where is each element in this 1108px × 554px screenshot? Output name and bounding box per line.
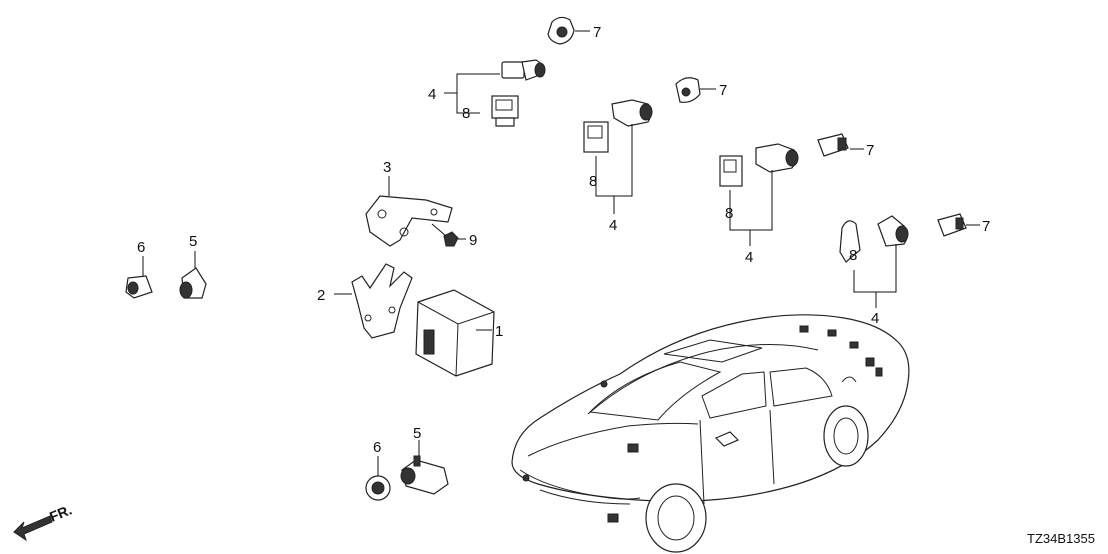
callout-7a: 7 <box>593 24 601 41</box>
callout-2: 2 <box>317 287 325 304</box>
callout-8c: 8 <box>725 205 733 222</box>
callout-3: 3 <box>383 159 391 176</box>
callout-4a: 4 <box>428 86 436 103</box>
parking-sensor-4-center <box>611 99 653 127</box>
parking-sensor-4-right <box>877 215 909 247</box>
parking-sensor-control-unit-1 <box>415 289 495 377</box>
callout-8b: 8 <box>589 173 597 190</box>
front-direction-arrow <box>13 515 53 542</box>
callout-4b: 4 <box>609 217 617 234</box>
parking-sensor-4-top <box>501 59 546 81</box>
sensor-retainer-7-second <box>675 77 701 103</box>
callout-5a: 5 <box>189 233 197 250</box>
front-direction-label: FR. <box>47 501 74 524</box>
unit-bracket-2 <box>351 263 413 339</box>
callout-8a: 8 <box>462 105 470 122</box>
callout-4d: 4 <box>871 310 879 327</box>
diagram-code: TZ34B1355 <box>1027 531 1095 546</box>
sensor-bracket-8-right <box>839 220 861 263</box>
callout-7d: 7 <box>982 218 990 235</box>
callout-1: 1 <box>495 323 503 340</box>
parking-sensor-5-left <box>179 267 207 299</box>
callout-9: 9 <box>469 232 477 249</box>
sensor-bracket-8-top <box>491 95 519 127</box>
callout-5b: 5 <box>413 425 421 442</box>
sensor-bracket-8-rightcenter <box>719 155 743 187</box>
unit-bracket-3 <box>365 195 453 247</box>
callout-7b: 7 <box>719 82 727 99</box>
sensor-retainer-7-third <box>817 133 849 157</box>
sensor-retainer-7-top <box>547 16 575 45</box>
parking-sensor-5-bottom <box>400 455 449 495</box>
vehicle-outline <box>511 314 910 553</box>
sensor-cover-6-bottom <box>365 475 391 501</box>
flange-nut-9 <box>443 231 459 247</box>
callout-6a: 6 <box>137 239 145 256</box>
callout-8d: 8 <box>849 247 857 264</box>
parking-sensor-4-rightcenter <box>755 143 799 173</box>
callout-4c: 4 <box>745 249 753 266</box>
callout-7c: 7 <box>866 142 874 159</box>
callout-6b: 6 <box>373 439 381 456</box>
sensor-cover-6-left <box>125 275 153 299</box>
sensor-retainer-7-fourth <box>937 213 967 237</box>
sensor-bracket-8-center <box>583 121 609 153</box>
